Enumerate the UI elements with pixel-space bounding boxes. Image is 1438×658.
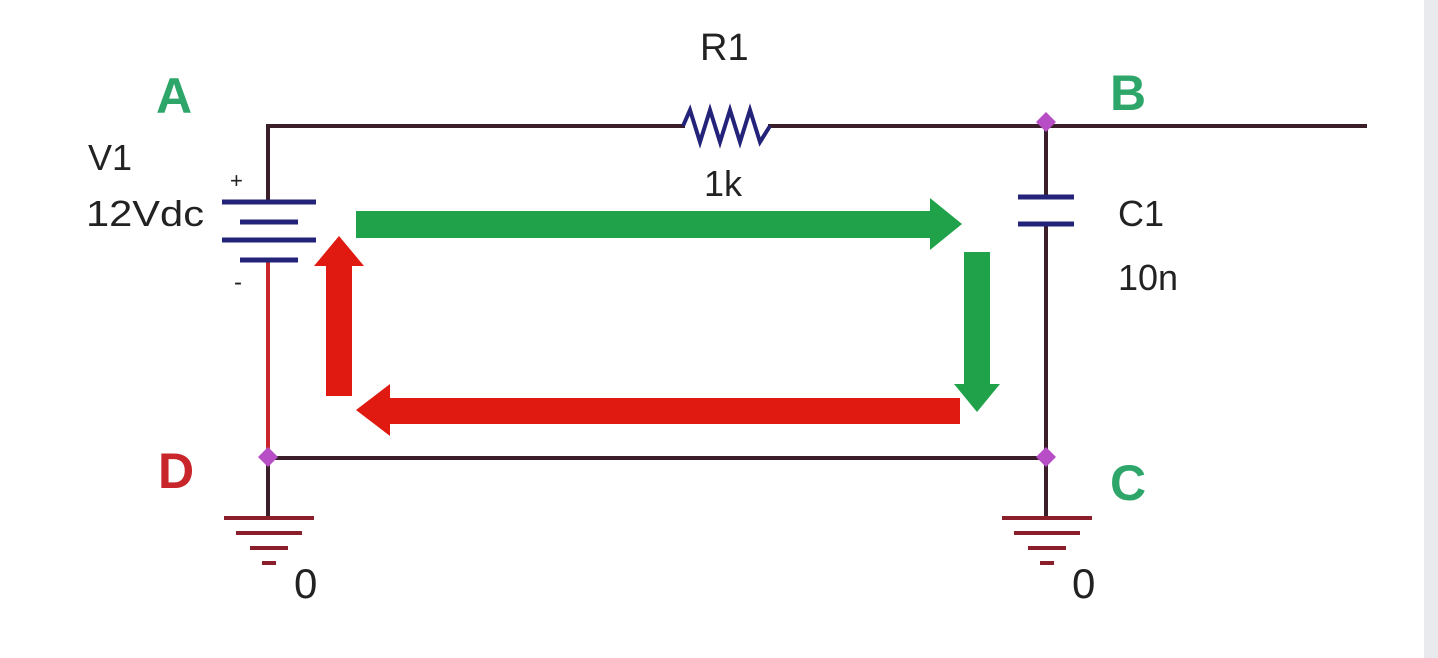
resistor-name-label: R1	[700, 27, 749, 69]
arrow-green-right-down	[954, 252, 1000, 412]
battery-minus-sign: -	[234, 269, 242, 296]
arrow-red-bottom-left	[356, 384, 960, 436]
ground-left-label: 0	[294, 560, 317, 607]
node-label-c: C	[1110, 455, 1146, 511]
junctions	[258, 112, 1056, 467]
node-label-d: D	[158, 443, 194, 499]
resistor-zigzag	[681, 103, 772, 149]
source-name-label: V1	[88, 137, 132, 178]
capacitor-name-label: C1	[1118, 193, 1164, 234]
ground-left	[224, 516, 314, 565]
ground-right-label: 0	[1072, 560, 1095, 607]
arrow-red-left-up	[314, 236, 364, 396]
junction-d	[258, 447, 278, 467]
right-edge-strip	[1424, 0, 1438, 658]
resistor-r1: R1 1k	[681, 27, 772, 204]
source-value-label: 12Vdc	[86, 193, 204, 234]
junction-c	[1036, 447, 1056, 467]
junction-b	[1036, 112, 1056, 132]
resistor-value-label: 1k	[704, 163, 743, 204]
capacitor-value-label: 10n	[1118, 257, 1178, 298]
ground-right	[1002, 516, 1092, 565]
arrow-green-top-right	[356, 198, 962, 250]
battery-plus-sign: +	[230, 168, 243, 193]
node-label-a: A	[156, 68, 192, 124]
capacitor-c1: C1 10n	[1018, 193, 1178, 298]
battery-v1: + - V1 12Vdc	[86, 137, 316, 296]
wires	[266, 120, 1367, 518]
node-label-b: B	[1110, 65, 1146, 121]
